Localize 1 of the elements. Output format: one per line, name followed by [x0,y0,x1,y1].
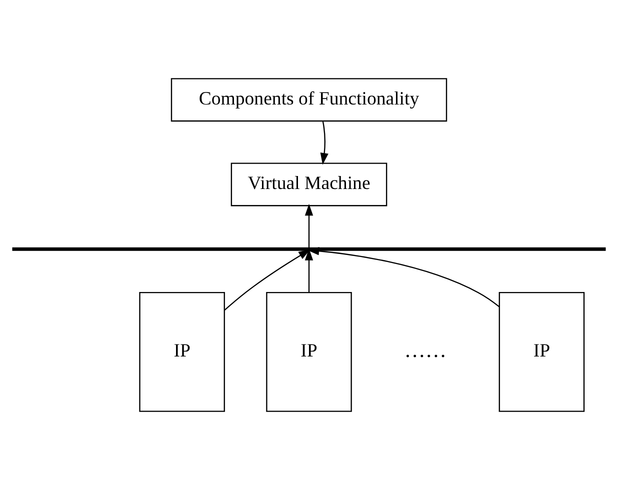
label: …… [404,338,446,362]
